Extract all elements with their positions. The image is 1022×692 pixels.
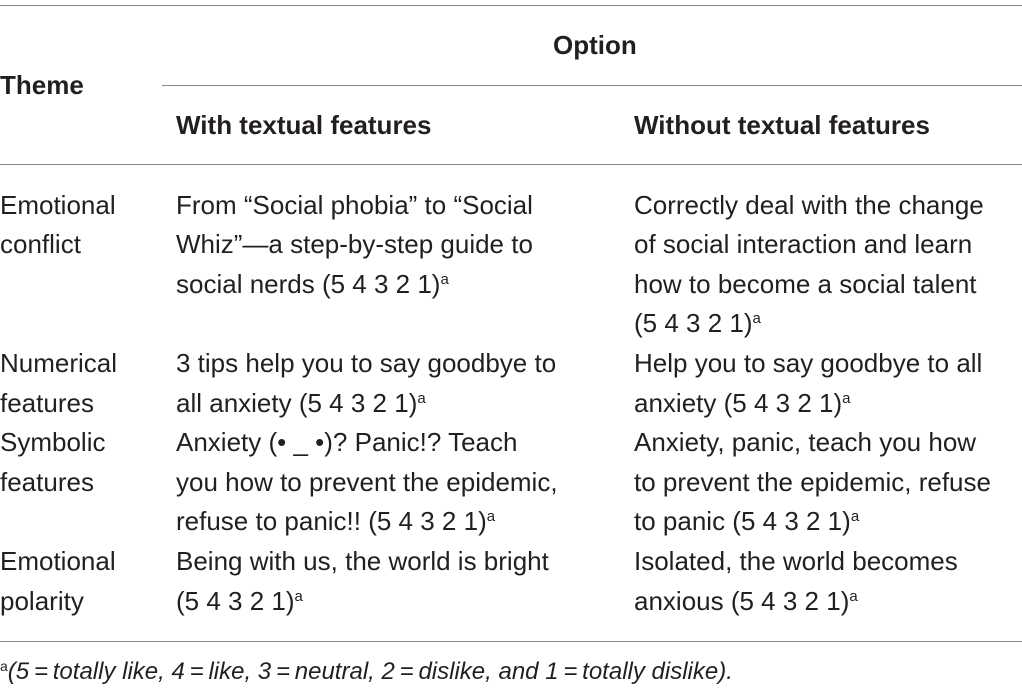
- row-3-without-line-1: Anxiety, panic, teach you how: [634, 427, 977, 457]
- row-2-without-line-2-text: anxiety (5 4 3 2 1): [634, 388, 843, 418]
- row-1-without-line-2: of social interaction and learn: [634, 229, 973, 259]
- row-4-without-line-1: Isolated, the world becomes: [634, 546, 958, 576]
- row-2-without-line-2: anxiety (5 4 3 2 1)a: [634, 384, 850, 428]
- row-2-with-line-1: 3 tips help you to say goodbye to: [176, 348, 557, 378]
- row-3-with-line-3-text: refuse to panic!! (5 4 3 2 1): [176, 506, 487, 536]
- header-bottom-rule: [0, 164, 1022, 165]
- row-3-without-line-2: to prevent the epidemic, refuse: [634, 467, 991, 497]
- row-4-theme-line-1: Emotional: [0, 546, 116, 576]
- footnote-marker: a: [752, 310, 761, 327]
- row-1-without-line-4: (5 4 3 2 1)a: [634, 304, 761, 348]
- row-4-without-line-2: anxious (5 4 3 2 1)a: [634, 582, 858, 626]
- row-2-with-line-2-text: all anxiety (5 4 3 2 1): [176, 388, 418, 418]
- row-1-theme-line-2: conflict: [0, 229, 81, 259]
- row-4-with-line-2-text: (5 4 3 2 1): [176, 586, 295, 616]
- row-4-with-line-1: Being with us, the world is bright: [176, 546, 549, 576]
- footnote-marker: a: [417, 390, 426, 407]
- row-1-with-line-2: Whiz”—a step-by-step guide to: [176, 229, 533, 259]
- header-with-textual-features: With textual features: [176, 110, 432, 140]
- row-3-without-line-3-text: to panic (5 4 3 2 1): [634, 506, 851, 536]
- bottom-rule: [0, 641, 1022, 642]
- row-3-theme-line-2: features: [0, 467, 94, 497]
- row-3-theme-line-1: Symbolic: [0, 427, 106, 457]
- table-footnote: a(5 = totally like, 4 = like, 3 = neutra…: [0, 654, 733, 692]
- footnote-marker: a: [486, 508, 496, 525]
- footnote-marker: a: [849, 588, 858, 605]
- option-rule: [162, 85, 1022, 86]
- footnote-marker: a: [294, 588, 303, 605]
- row-1-with-line-3-text: social nerds (5 4 3 2 1): [176, 269, 441, 299]
- row-1-theme-line-1: Emotional: [0, 190, 116, 220]
- header-option: Option: [553, 30, 637, 60]
- row-1-with-line-3: social nerds (5 4 3 2 1)a: [176, 265, 449, 309]
- footnote-marker: a: [850, 508, 860, 525]
- row-2-theme-line-2: features: [0, 388, 94, 418]
- top-rule: [0, 5, 1022, 6]
- row-1-without-line-3: how to become a social talent: [634, 269, 977, 299]
- header-without-textual-features: Without textual features: [634, 110, 930, 140]
- row-4-theme-line-2: polarity: [0, 586, 84, 616]
- footnote-marker: a: [440, 271, 449, 288]
- row-2-theme-line-1: Numerical: [0, 348, 118, 378]
- row-3-with-line-3: refuse to panic!! (5 4 3 2 1)a: [176, 502, 495, 546]
- row-3-with-line-1: Anxiety (• _ •)? Panic!? Teach: [176, 427, 518, 457]
- row-3-with-line-2: you how to prevent the epidemic,: [176, 467, 558, 497]
- row-2-without-line-1: Help you to say goodbye to all: [634, 348, 983, 378]
- row-2-with-line-2: all anxiety (5 4 3 2 1)a: [176, 384, 426, 428]
- row-1-with-line-1: From “Social phobia” to “Social: [176, 190, 533, 220]
- header-theme: Theme: [0, 70, 84, 100]
- row-1-without-line-1: Correctly deal with the change: [634, 190, 984, 220]
- footnote-label-marker: a: [0, 658, 8, 674]
- footnote-marker: a: [842, 390, 851, 407]
- row-4-without-line-2-text: anxious (5 4 3 2 1): [634, 586, 850, 616]
- footnote-text: (5 = totally like, 4 = like, 3 = neutral…: [7, 658, 733, 685]
- row-3-without-line-3: to panic (5 4 3 2 1)a: [634, 502, 859, 546]
- row-4-with-line-2: (5 4 3 2 1)a: [176, 582, 303, 626]
- row-1-without-line-4-text: (5 4 3 2 1): [634, 308, 753, 338]
